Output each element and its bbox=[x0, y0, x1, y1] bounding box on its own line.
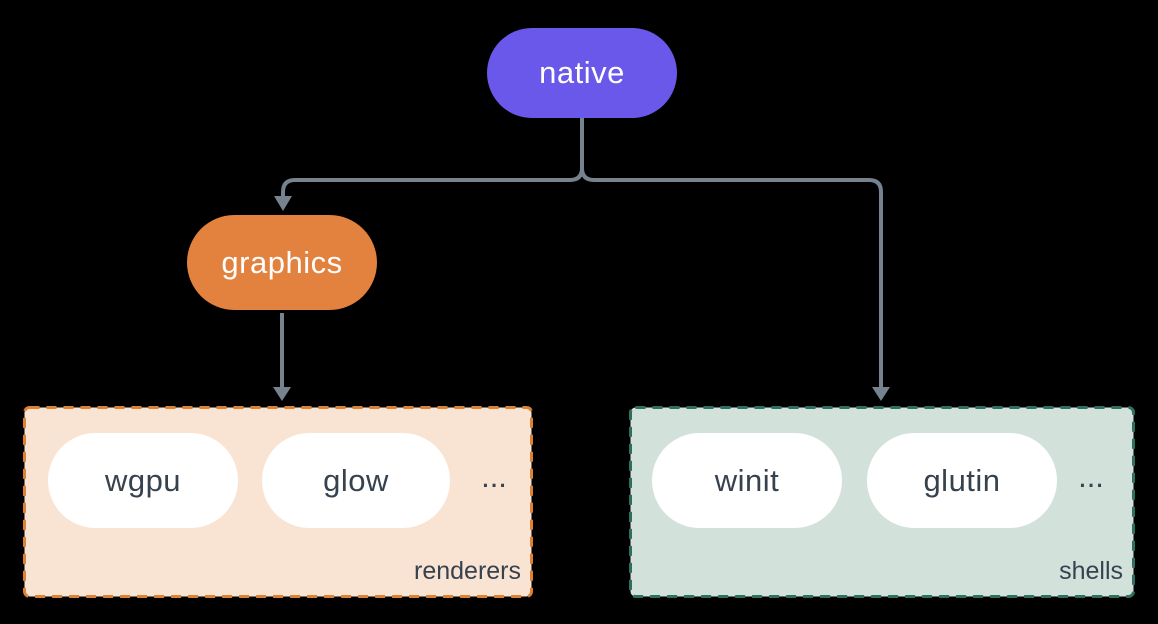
arrowhead-native-to-shells bbox=[872, 387, 890, 401]
group-shells-label: shells bbox=[1059, 557, 1123, 585]
node-graphics: graphics bbox=[187, 215, 377, 310]
pill-glow: glow bbox=[262, 433, 450, 528]
pill-wgpu: wgpu bbox=[48, 433, 238, 528]
edge-native-to-shells bbox=[580, 118, 883, 387]
arrowhead-graphics-to-renderers bbox=[273, 387, 291, 401]
group-renderers-label: renderers bbox=[414, 557, 521, 585]
shells-ellipsis: ... bbox=[1078, 459, 1104, 494]
renderers-ellipsis: ... bbox=[481, 459, 507, 494]
arrowhead-native-to-graphics bbox=[274, 196, 292, 211]
pill-glutin: glutin bbox=[867, 433, 1057, 528]
edge-native-to-graphics bbox=[281, 118, 584, 197]
pill-winit: winit bbox=[652, 433, 842, 528]
node-native: native bbox=[487, 28, 677, 118]
